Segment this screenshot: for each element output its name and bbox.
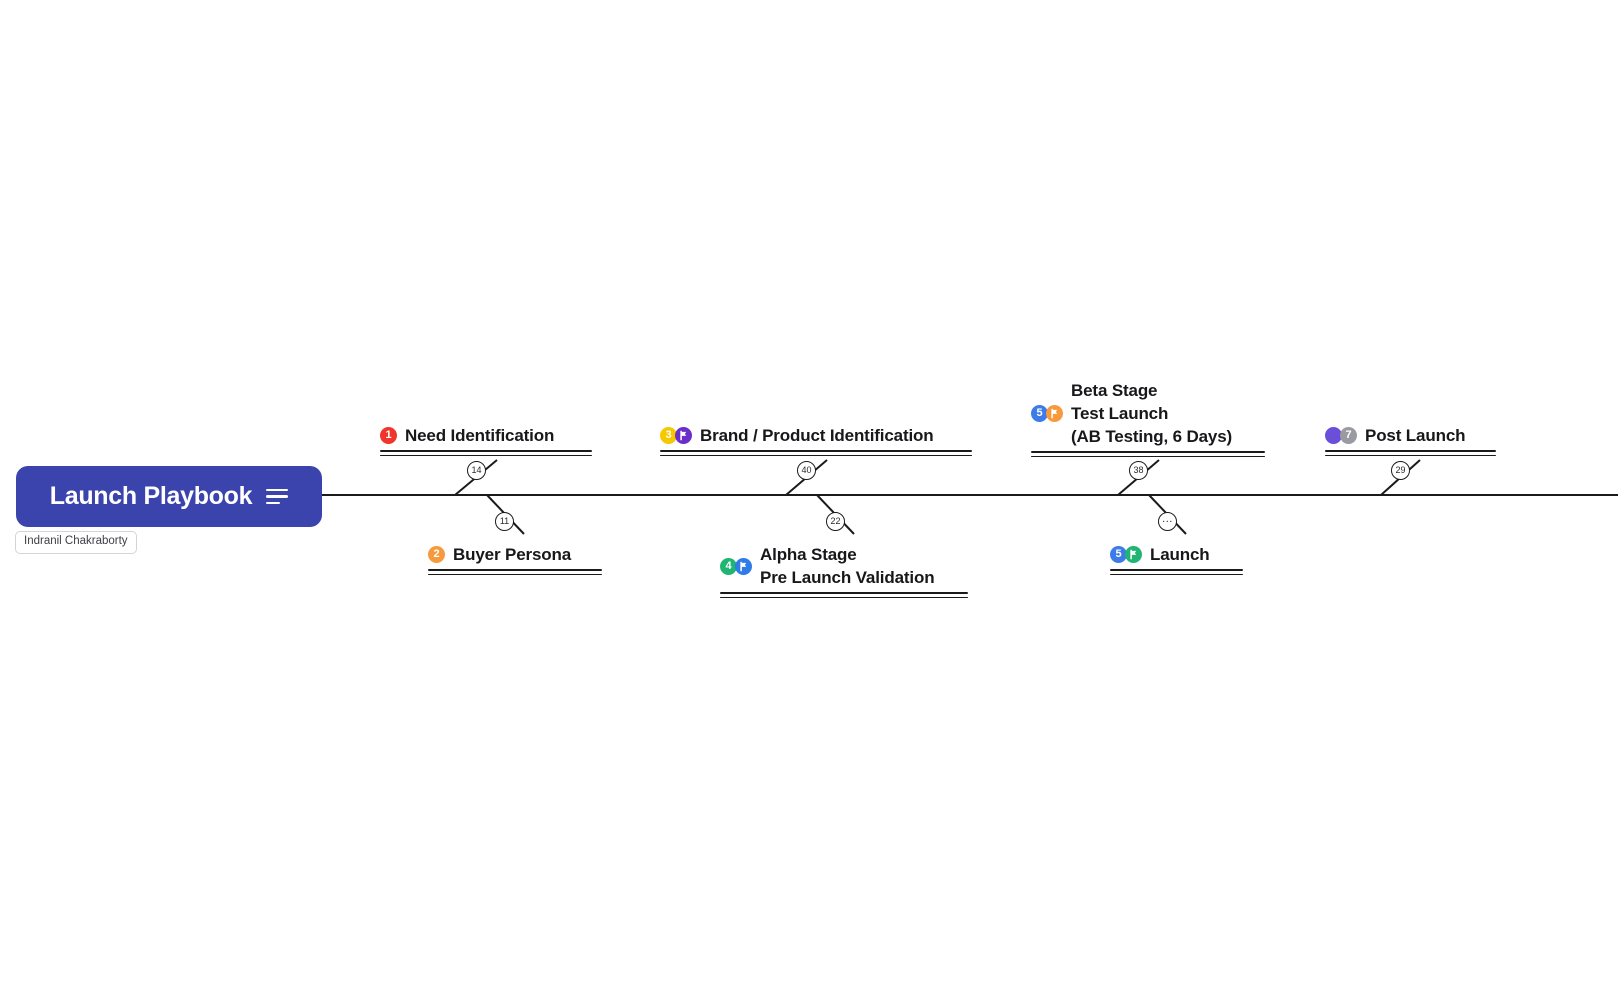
topic-header-row: 4 Alpha Stage Pre Launch Validation [720,543,935,589]
topic-underline [1325,450,1496,457]
topic-underline [720,592,968,599]
badge-group: 5 [1110,546,1142,563]
topic-label: Beta Stage Test Launch (AB Testing, 6 Da… [1071,381,1233,446]
order-badge-3: 3 [660,427,677,444]
topic-need-identification[interactable]: 1 Need Identification [380,424,592,457]
topic-header-row: 3 Brand / Product Identification [660,424,934,447]
root-title: Launch Playbook [49,482,253,510]
topic-label: Buyer Persona [453,545,572,564]
topic-label: Alpha Stage Pre Launch Validation [760,545,935,587]
topic-header-row: 2 Buyer Persona [428,543,571,566]
topic-underline [660,450,972,457]
connector-badge-brand-product-identification[interactable]: 40 [797,461,816,480]
connector-badge-post-launch[interactable]: 29 [1391,461,1410,480]
flag-icon [1125,546,1142,563]
badge-group: 4 [720,557,752,575]
status-dot [1325,427,1342,444]
topic-brand-product-identification[interactable]: 3 Brand / Product Identification [660,424,972,457]
topic-buyer-persona[interactable]: 2 Buyer Persona [428,543,602,576]
badge-group: 5 [1031,405,1063,422]
topic-header-row: 7 Post Launch [1325,424,1466,447]
list-lines-icon[interactable] [266,488,289,505]
badge-group: 7 [1325,427,1357,444]
topic-label: Brand / Product Identification [700,426,934,445]
topic-beta-stage[interactable]: 5 Beta Stage Test Launch (AB Testing, 6 … [1031,379,1265,458]
order-badge-1: 1 [380,427,397,444]
topic-header-row: 5 Beta Stage Test Launch (AB Testing, 6 … [1031,379,1232,448]
topic-underline [428,569,602,576]
topic-underline [380,450,592,457]
topic-header-row: 1 Need Identification [380,424,554,447]
flag-icon [675,427,692,444]
topic-header-row: 5 Launch [1110,543,1210,566]
flag-icon [735,557,752,575]
topic-label: Post Launch [1365,426,1466,445]
topic-label: Need Identification [405,426,555,445]
badge-group: 3 [660,427,692,444]
order-badge-5: 5 [1031,405,1048,422]
connector-badge-buyer-persona[interactable]: 11 [495,512,514,531]
connector-badge-alpha-stage[interactable]: 22 [826,512,845,531]
connector-badge-beta-stage[interactable]: 38 [1129,461,1148,480]
topic-underline [1110,569,1243,576]
topic-label: Launch [1150,545,1210,564]
order-badge-7: 7 [1340,427,1357,444]
flag-icon [1046,405,1063,422]
root-node[interactable]: Launch Playbook [16,466,322,527]
badge-group: 1 [380,427,397,444]
topic-underline [1031,451,1265,458]
connector-badge-launch[interactable]: ... [1158,512,1177,531]
order-badge-4: 4 [720,557,737,575]
badge-group: 2 [428,546,445,563]
topic-alpha-stage[interactable]: 4 Alpha Stage Pre Launch Validation [720,543,968,599]
topic-launch[interactable]: 5 Launch [1110,543,1243,576]
author-chip: Indranil Chakraborty [15,531,137,554]
order-badge-2: 2 [428,546,445,563]
connector-badge-need-identification[interactable]: 14 [467,461,486,480]
order-badge-5: 5 [1110,546,1127,563]
topic-post-launch[interactable]: 7 Post Launch [1325,424,1496,457]
